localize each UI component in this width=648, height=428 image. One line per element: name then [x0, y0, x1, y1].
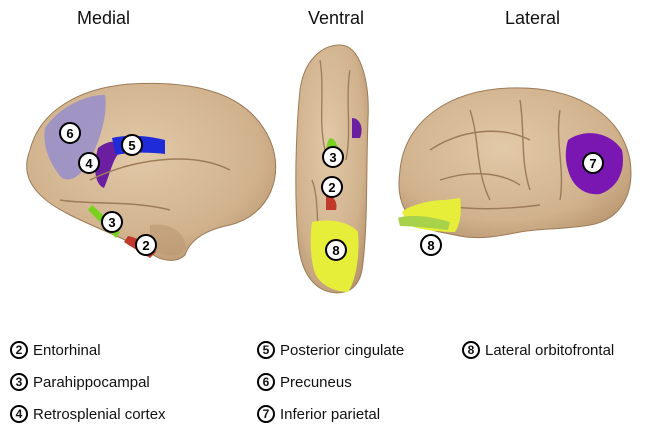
- svg-text:2: 2: [142, 238, 149, 253]
- legend-item-retrosplenial: 4 Retrosplenial cortex: [10, 405, 166, 423]
- svg-text:2: 2: [328, 180, 335, 195]
- legend-number: 5: [257, 341, 275, 359]
- svg-text:4: 4: [85, 156, 93, 171]
- legend-label: Parahippocampal: [33, 374, 150, 391]
- svg-text:7: 7: [589, 156, 596, 171]
- legend-number: 2: [10, 341, 28, 359]
- marker-4: 4: [79, 153, 99, 173]
- legend-item-lateral-orbitofrontal: 8 Lateral orbitofrontal: [462, 341, 614, 359]
- legend-label: Lateral orbitofrontal: [485, 342, 614, 359]
- marker-2-medial: 2: [136, 235, 156, 255]
- marker-5: 5: [122, 135, 142, 155]
- marker-2-ventral: 2: [322, 177, 342, 197]
- legend-label: Entorhinal: [33, 342, 101, 359]
- legend-label: Inferior parietal: [280, 406, 380, 423]
- legend-number: 8: [462, 341, 480, 359]
- marker-3-medial: 3: [102, 212, 122, 232]
- legend-item-parahippocampal: 3 Parahippocampal: [10, 373, 150, 391]
- marker-8-lateral: 8: [421, 235, 441, 255]
- marker-8-ventral: 8: [326, 240, 346, 260]
- legend-label: Retrosplenial cortex: [33, 406, 166, 423]
- svg-text:5: 5: [128, 138, 135, 153]
- legend-item-posterior-cingulate: 5 Posterior cingulate: [257, 341, 404, 359]
- legend-label: Posterior cingulate: [280, 342, 404, 359]
- legend-number: 7: [257, 405, 275, 423]
- medial-brain: [27, 83, 276, 260]
- svg-text:8: 8: [332, 243, 339, 258]
- svg-text:3: 3: [329, 150, 336, 165]
- legend-item-precuneus: 6 Precuneus: [257, 373, 352, 391]
- legend-number: 3: [10, 373, 28, 391]
- svg-text:6: 6: [66, 126, 73, 141]
- legend-number: 4: [10, 405, 28, 423]
- legend-item-inferior-parietal: 7 Inferior parietal: [257, 405, 380, 423]
- svg-text:8: 8: [427, 238, 434, 253]
- legend-number: 6: [257, 373, 275, 391]
- marker-3-ventral: 3: [323, 147, 343, 167]
- legend-item-entorhinal: 2 Entorhinal: [10, 341, 101, 359]
- legend-label: Precuneus: [280, 374, 352, 391]
- marker-6: 6: [60, 123, 80, 143]
- marker-7: 7: [583, 153, 603, 173]
- svg-text:3: 3: [108, 215, 115, 230]
